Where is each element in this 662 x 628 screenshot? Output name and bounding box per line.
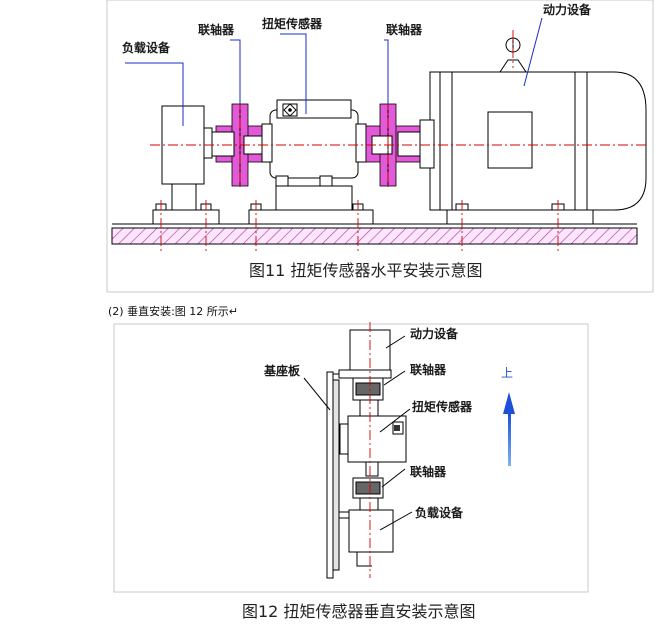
figure-12: 基座板 动力设备 联轴器 扭矩传感器 联轴器 负载设备 上 图12 扭矩传感器垂… (113, 322, 589, 621)
vertical-top-coupling (352, 377, 384, 421)
company-logo-icon (282, 103, 298, 117)
label-vertical-torque-sensor: 扭矩传感器 (412, 399, 473, 414)
label-vertical-load-device: 负载设备 (415, 505, 464, 520)
base-plate (326, 371, 334, 579)
vertical-power-device (333, 329, 392, 379)
label-torque-sensor: 扭矩传感器 (262, 16, 323, 31)
figure-12-caption: 图12 扭矩传感器垂直安装示意图 (242, 602, 475, 621)
figure-11: 负载设备 联轴器 扭矩传感器 联轴器 动力设备 图11 扭矩传感器水平安装示意图 (111, 2, 648, 280)
up-arrow-icon (503, 392, 515, 466)
label-up: 上 (501, 366, 513, 380)
load-device (152, 105, 220, 225)
torque-sensor (248, 99, 374, 225)
label-left-coupling: 联轴器 (198, 22, 235, 37)
vertical-bottom-coupling (352, 477, 384, 513)
label-vertical-power-device: 动力设备 (410, 326, 459, 341)
vertical-torque-sensor (339, 415, 407, 477)
label-load-device: 负载设备 (122, 40, 171, 55)
figure-12-frame (113, 323, 589, 593)
label-right-coupling: 联轴器 (386, 22, 423, 37)
power-device (419, 37, 647, 225)
figure-11-caption: 图11 扭矩传感器水平安装示意图 (249, 261, 482, 280)
label-power-device: 动力设备 (543, 2, 592, 17)
mounting-base (111, 227, 638, 245)
label-vertical-bottom-coupling: 联轴器 (410, 464, 447, 479)
label-vertical-top-coupling: 联轴器 (410, 362, 447, 377)
section-note: (2) 垂直安装:图 12 所示↵ (108, 304, 238, 318)
figure-11-frame (106, 0, 654, 293)
label-base-plate: 基座板 (263, 363, 301, 378)
vertical-load-device (338, 509, 394, 567)
